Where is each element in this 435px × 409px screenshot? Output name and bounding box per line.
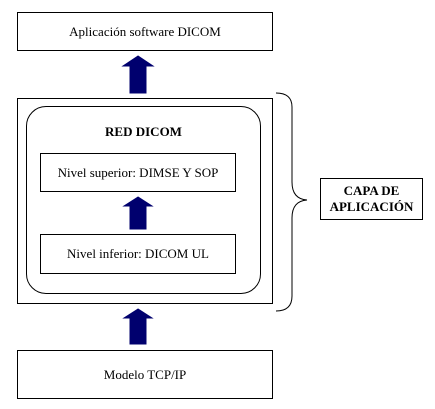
application-layer-label-box: CAPA DE APLICACIÓN <box>320 178 423 220</box>
right-curly-brace-icon <box>275 92 308 312</box>
application-layer-label-line2: APLICACIÓN <box>329 199 414 214</box>
dicom-network-title: RED DICOM <box>105 124 182 139</box>
up-arrow-from-tcpip-icon <box>122 308 154 345</box>
upper-level-box: Nivel superior: DIMSE Y SOP <box>40 153 236 192</box>
lower-level-label: Nivel inferior: DICOM UL <box>67 246 209 261</box>
application-layer-label-line1: CAPA DE <box>343 183 400 198</box>
lower-level-box: Nivel inferior: DICOM UL <box>40 234 236 274</box>
network-outer-frame <box>17 98 273 304</box>
application-software-label: Aplicación software DICOM <box>69 23 221 39</box>
application-software-box: Aplicación software DICOM <box>17 12 273 51</box>
tcp-ip-model-box: Modelo TCP/IP <box>17 350 273 399</box>
dicom-network-panel <box>26 106 261 294</box>
up-arrow-to-application-icon <box>121 55 155 94</box>
upper-level-label: Nivel superior: DIMSE Y SOP <box>57 164 219 180</box>
tcp-ip-model-label: Modelo TCP/IP <box>103 366 187 382</box>
